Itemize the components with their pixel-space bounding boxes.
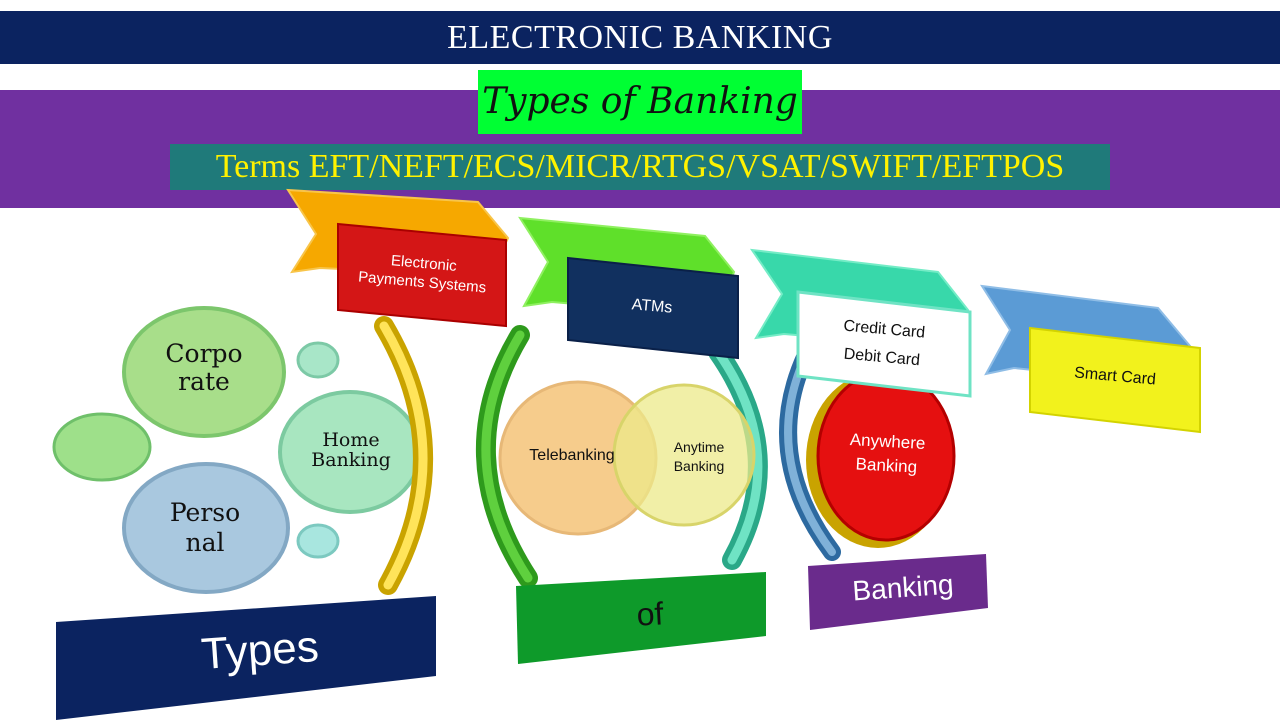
arc-green-highlight <box>481 330 533 583</box>
label-personal: Perso nal <box>169 498 241 557</box>
label-cards: Credit Card Debit Card <box>842 317 926 370</box>
box-types <box>56 596 436 720</box>
label-anywhere-banking: Anywhere Banking <box>849 430 926 477</box>
bubble-corporate <box>122 306 286 438</box>
box-atms <box>567 256 739 360</box>
bubble-personal <box>122 462 290 594</box>
types-of-banking-title: Types of Banking <box>478 70 802 134</box>
label-corporate: Corpo rate <box>165 339 243 396</box>
label-home-banking: Home Banking <box>311 429 391 471</box>
bubble-tiny-top <box>296 341 340 379</box>
terms-strip: Terms EFT/NEFT/ECS/MICR/RTGS/VSAT/SWIFT/… <box>170 144 1110 190</box>
bubble-small-left <box>52 412 152 482</box>
bubble-tiny-bottom <box>296 523 340 559</box>
label-telebanking: Telebanking <box>529 447 615 464</box>
arc-blue-highlight <box>784 351 836 556</box>
label-of: of <box>635 595 665 633</box>
circle-anytime-banking <box>612 383 756 527</box>
box-of <box>516 572 766 664</box>
arc-gold-highlight <box>379 321 428 590</box>
bubble-cluster <box>52 306 422 594</box>
box-electronic-payments <box>337 222 507 328</box>
arc-teal-highlight <box>713 347 763 565</box>
header-title: ELECTRONIC BANKING <box>0 11 1280 64</box>
box-cards <box>796 290 972 398</box>
box-smart-card <box>1029 326 1201 434</box>
label-anytime-banking: Anytime Banking <box>673 439 725 474</box>
box-banking <box>808 554 988 630</box>
